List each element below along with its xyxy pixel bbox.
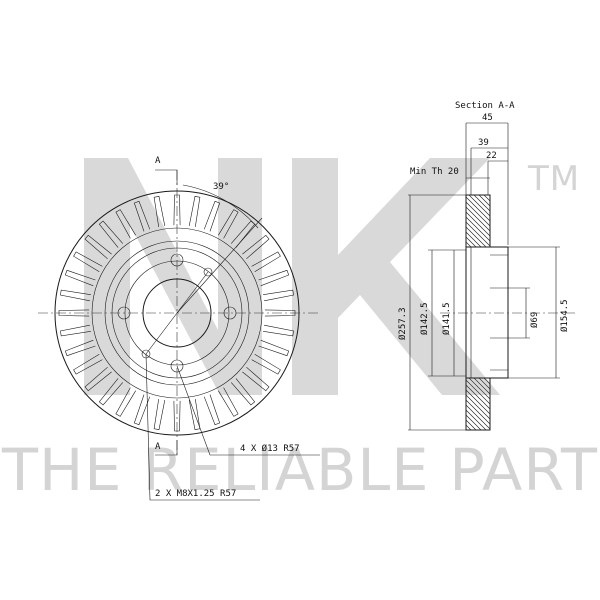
threads-note: 2 X M8X1.25 R57: [155, 489, 236, 499]
dim-flange-width: 22: [486, 151, 497, 161]
min-thickness-note: Min Th 20: [410, 167, 459, 177]
angle-label: 39°: [213, 182, 229, 192]
vent-rib: [64, 269, 96, 287]
section-hatch-line: [468, 194, 491, 217]
vent-rib: [242, 366, 270, 392]
section-hatch-line: [465, 379, 491, 405]
vent-rib: [251, 251, 281, 272]
section-hatch-line: [465, 221, 491, 247]
vent-rib: [263, 324, 294, 337]
disc-outer-edge: [54, 190, 300, 436]
vent-rib: [84, 234, 112, 260]
vent-rib: [133, 200, 151, 232]
section-hatch-line: [465, 399, 491, 425]
vent-rib: [258, 339, 290, 357]
section-hatch-line: [483, 194, 491, 202]
vent-rib: [84, 366, 112, 392]
bolt-hole: [170, 253, 184, 267]
bolt-hole: [223, 306, 237, 320]
section-hatch-line: [465, 211, 491, 237]
vent-ribs: [58, 194, 296, 432]
vent-rib: [218, 209, 239, 239]
section-label-top: A: [155, 156, 161, 166]
vent-rib: [203, 200, 221, 232]
vent-rib: [115, 209, 136, 239]
section-hatch-line: [465, 419, 477, 431]
vent-rib: [115, 387, 136, 417]
section-hatch-line: [488, 194, 491, 197]
vent-rib: [64, 339, 96, 357]
section-hatch-line: [473, 194, 491, 212]
vent-rib: [153, 399, 166, 430]
section-hatch-line: [465, 424, 472, 431]
section-hatch-line: [465, 236, 477, 248]
vent-rib: [218, 387, 239, 417]
vent-rib: [258, 269, 290, 287]
section-hatch-line: [468, 377, 491, 400]
thread-hole: [203, 267, 213, 277]
vent-rib: [242, 234, 270, 260]
section-hatch-line: [465, 384, 491, 410]
center-bore: [142, 278, 212, 348]
section-title: Section A-A: [455, 101, 515, 111]
vent-rib: [60, 324, 91, 337]
section-hatch-line: [465, 241, 472, 248]
section-hatch-line: [478, 377, 491, 390]
bolt-hole: [117, 306, 131, 320]
section-label-bottom: A: [155, 442, 161, 452]
nk-watermark-logo: TM: [84, 158, 580, 395]
section-hatch-line: [478, 194, 491, 207]
vent-rib: [133, 394, 151, 426]
dia-outer-label: Ø257.3: [397, 307, 408, 340]
vent-rib: [188, 399, 201, 430]
vent-rib: [173, 400, 181, 432]
vent-rib: [98, 220, 124, 248]
vent-rib: [98, 378, 124, 406]
vent-rib: [173, 194, 181, 226]
section-hatch-line: [465, 394, 491, 420]
bolt-hole: [170, 359, 184, 373]
hat-outer-circle: [104, 240, 250, 386]
section-hatch-line: [465, 231, 482, 248]
dia-hat-outer-label: Ø142.5: [419, 302, 430, 335]
vent-rib: [264, 309, 296, 317]
section-view: Section A-A 45 39 22 Min Th 20 Ø257.3: [397, 101, 575, 431]
section-hatch-line: [465, 196, 491, 222]
vent-rib: [73, 354, 103, 375]
front-view: A A 39° 4 X Ø13 R57 2 X M8X1.25 R57: [38, 156, 320, 501]
section-hatch-line: [465, 414, 482, 431]
trademark-text: TM: [527, 159, 580, 199]
vent-rib: [263, 289, 294, 302]
section-hatch-line: [465, 206, 491, 232]
section-hatch-line: [473, 377, 491, 395]
section-hatch-line: [465, 201, 491, 227]
holes-note: 4 X Ø13 R57: [240, 443, 300, 454]
dim-hat-width: 39: [478, 138, 489, 148]
vent-rib: [230, 378, 256, 406]
dia-hat-inner-label: Ø141.5: [441, 302, 452, 335]
section-hatch-line: [488, 377, 491, 380]
dim-overall-width: 45: [482, 113, 493, 123]
vent-rib: [188, 196, 201, 227]
vent-rib: [203, 394, 221, 426]
vent-rib: [73, 251, 103, 272]
section-hatch-line: [465, 389, 491, 415]
dia-hub-label: Ø154.5: [559, 299, 570, 332]
section-hatch-line: [465, 216, 491, 242]
section-hatch-line: [465, 226, 487, 248]
section-hatch-line: [483, 377, 491, 385]
section-hatch-line: [465, 409, 487, 431]
dia-center-bore-label: Ø69: [529, 312, 540, 328]
vent-rib: [251, 354, 281, 375]
vent-rib: [58, 309, 90, 317]
section-hatch-line: [465, 404, 491, 430]
vent-rib: [60, 289, 91, 302]
slogan-text: THE RELIABLE PART: [1, 436, 598, 504]
vent-rib: [153, 196, 166, 227]
